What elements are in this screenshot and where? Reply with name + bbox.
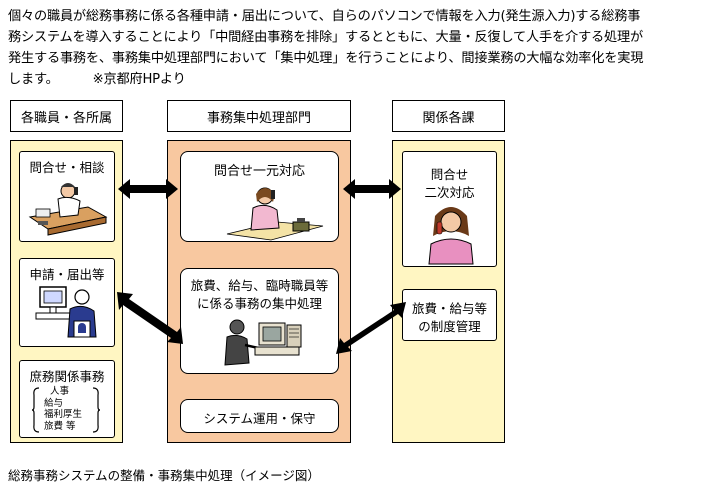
- item-welfare: 福利厚生: [44, 409, 83, 420]
- intro-line-2: 務システムを導入することにより「中間経由事務を排除」するとともに、大量・反復して…: [8, 30, 643, 45]
- general-affairs-items: 人事 給与 福利厚生 旅費 等: [44, 386, 82, 432]
- card-application-title: 申請・届出等: [29, 267, 105, 282]
- card-inquiry: 問合せ・相談: [19, 151, 115, 242]
- double-arrow-secondary-icon: [343, 179, 401, 199]
- card-institutional-management-line2: の制度管理: [418, 319, 481, 334]
- intro-paragraph: 個々の職員が総務事務に係る各種申請・届出について、自らのパソコンで情報を入力(発…: [8, 6, 698, 90]
- item-personnel: 人事: [50, 386, 70, 397]
- intro-line-4: します。 ※京都府HPより: [8, 69, 698, 90]
- double-arrow-institutional-icon: [336, 302, 406, 354]
- right-bracket-icon: [92, 387, 101, 433]
- header-central-office-label: 事務集中処理部門: [206, 110, 311, 126]
- card-secondary-response: 問合せ 二次対応: [402, 151, 497, 267]
- card-central-processing-line1: 旅費、給与、臨時職員等: [190, 278, 329, 293]
- header-related-depts: 関係各課: [392, 100, 505, 132]
- intro-line-1: 個々の職員が総務事務に係る各種申請・届出について、自らのパソコンで情報を入力(発…: [8, 9, 641, 24]
- card-secondary-response-line2: 二次対応: [424, 185, 475, 200]
- worker-at-terminal-icon: [224, 319, 302, 366]
- item-travel: 旅費 等: [44, 420, 76, 432]
- card-system-operation-title: システム運用・保守: [203, 411, 316, 426]
- card-institutional-management-line1: 旅費・給与等: [411, 301, 487, 316]
- source-note: ※京都府HPより: [92, 72, 186, 87]
- card-secondary-response-line1: 問合せ: [430, 167, 469, 182]
- card-institutional-management: 旅費・給与等 の制度管理: [402, 289, 497, 341]
- woman-on-phone-icon: [226, 187, 324, 241]
- header-staff-label: 各職員・各所属: [20, 110, 112, 126]
- card-inquiry-title: 問合せ・相談: [29, 160, 105, 175]
- card-central-processing: 旅費、給与、臨時職員等 に係る事務の集中処理: [180, 268, 339, 374]
- card-general-affairs: 庶務関係事務 人事 給与 福利厚生 旅費 等: [19, 360, 115, 438]
- woman-on-phone-icon: [428, 207, 474, 265]
- card-unified-inquiry-title: 問合せ一元対応: [213, 164, 305, 179]
- item-salary: 給与: [44, 397, 64, 409]
- card-general-affairs-title: 庶務関係事務: [29, 369, 105, 384]
- card-system-operation: システム運用・保守: [180, 399, 339, 433]
- intro-line-3: 発生する事務を、事務集中処理部門において「集中処理」を行うことにより、間接業務の…: [8, 51, 644, 66]
- person-on-phone-icon: [28, 183, 108, 236]
- card-application: 申請・届出等: [19, 258, 115, 347]
- intro-line-4-text: します。: [8, 72, 59, 87]
- card-central-processing-line2: に係る事務の集中処理: [196, 296, 322, 311]
- header-central-office: 事務集中処理部門: [167, 100, 351, 132]
- person-at-computer-icon: [35, 286, 97, 338]
- header-staff: 各職員・各所属: [10, 100, 123, 132]
- double-arrow-application-icon: [117, 292, 183, 344]
- card-unified-inquiry: 問合せ一元対応: [180, 151, 339, 242]
- diagram-caption: 総務事務システムの整備・事務集中処理（イメージ図）: [8, 468, 320, 483]
- double-arrow-inquiry-icon: [118, 179, 178, 199]
- left-bracket-icon: [31, 387, 40, 433]
- header-related-depts-label: 関係各課: [422, 110, 475, 126]
